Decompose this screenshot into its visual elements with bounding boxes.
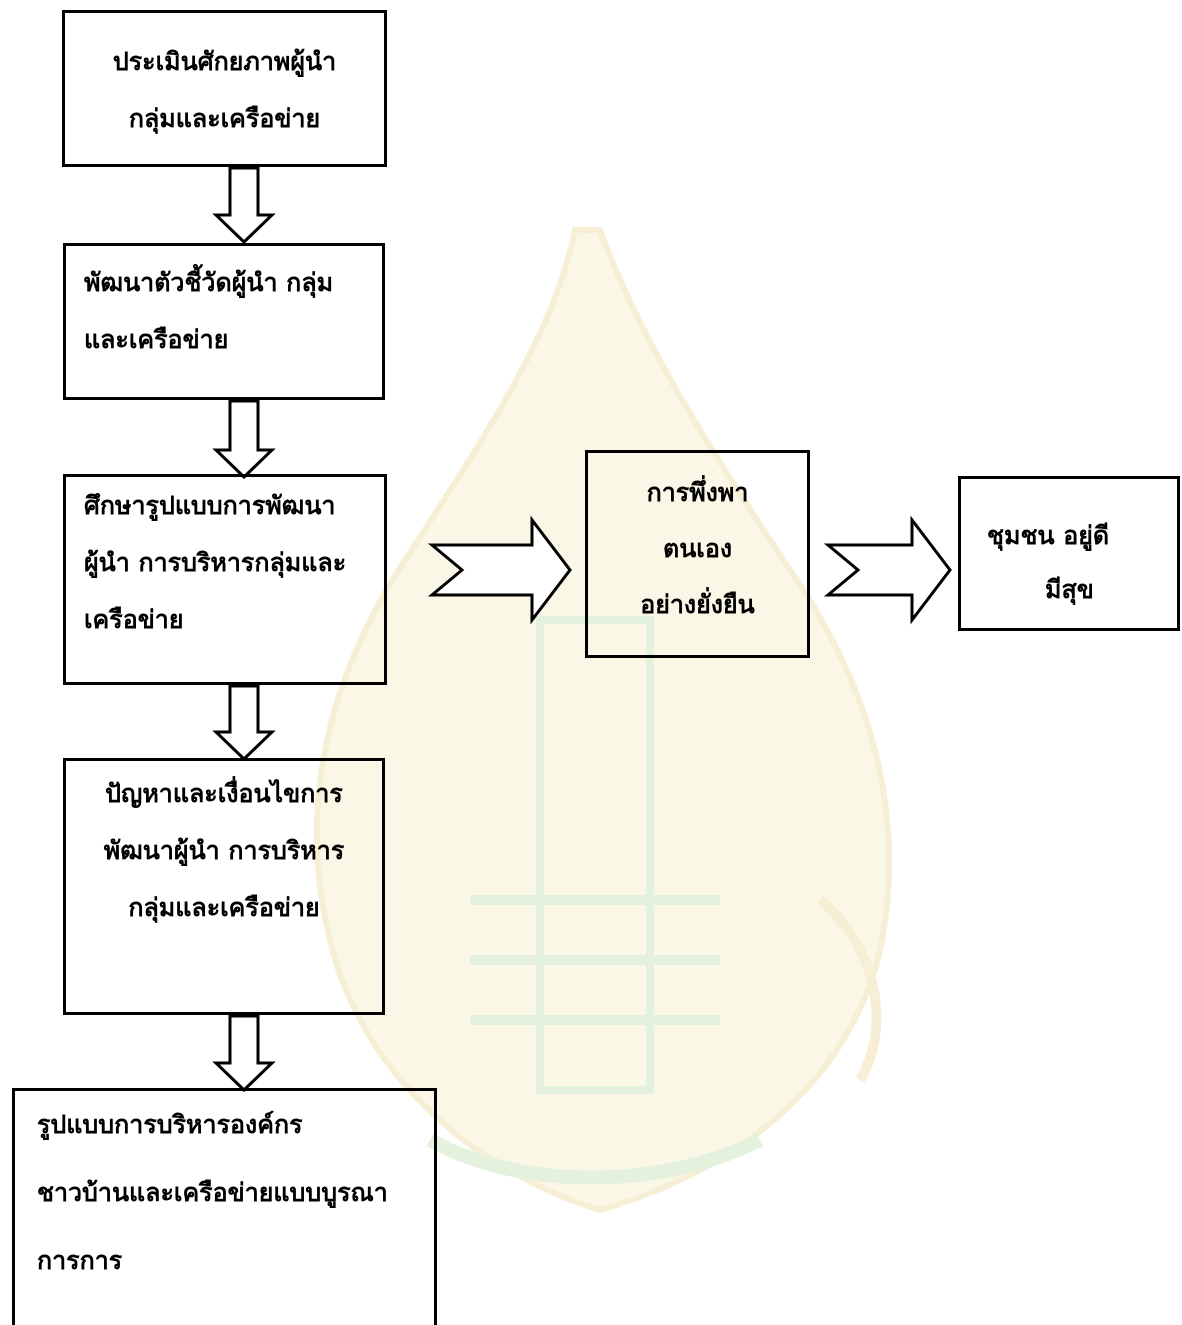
- box-self-reliance: การพึ่งพา ตนเอง อย่างยั่งยืน: [585, 450, 810, 658]
- box-problems-line-2: พัฒนาผู้นำ การบริหาร: [103, 836, 345, 865]
- box-problems-line-3: กลุ่มและเครือข่าย: [128, 893, 320, 922]
- box-develop-indicators: พัฒนาตัวชี้วัดผู้นำ กลุ่ม และเครือข่าย: [63, 243, 385, 400]
- box-study-line-3: เครือข่าย: [84, 605, 184, 634]
- box-integrated-model: รูปแบบการบริหารองค์กร ชาวบ้านและเครือข่า…: [12, 1088, 437, 1325]
- box-model-line-3: การการ: [37, 1246, 123, 1275]
- box-assess-line-2: กลุ่มและเครือข่าย: [128, 104, 321, 133]
- box-study-line-2: ผู้นำ การบริหารกลุ่มและ: [84, 548, 347, 577]
- watermark-emblem: [313, 227, 893, 1214]
- box-self-reliance-line-1: การพึ่งพา: [646, 478, 749, 507]
- box-wellbeing-line-2: มีสุข: [1045, 575, 1094, 604]
- right-arrow-2: [823, 515, 952, 625]
- down-arrow-1: [212, 166, 276, 245]
- box-assess-leaders: ประเมินศักยภาพผู้นำ กลุ่มและเครือข่าย: [62, 10, 387, 167]
- box-community-wellbeing: ชุมชน อยู่ดี มีสุข: [958, 476, 1180, 631]
- box-model-line-1: รูปแบบการบริหารองค์กร: [37, 1110, 303, 1139]
- down-arrow-4: [212, 1014, 276, 1093]
- box-problems-line-1: ปัญหาและเงื่อนไขการ: [105, 779, 343, 808]
- box-assess-line-1: ประเมินศักยภาพผู้นำ: [112, 47, 337, 76]
- box-indicators-line-2: และเครือข่าย: [84, 325, 229, 354]
- box-self-reliance-line-2: ตนเอง: [662, 534, 733, 563]
- box-study-line-1: ศึกษารูปแบบการพัฒนา: [84, 491, 336, 520]
- box-self-reliance-line-3: อย่างยั่งยืน: [640, 590, 755, 619]
- box-study-model: ศึกษารูปแบบการพัฒนา ผู้นำ การบริหารกลุ่ม…: [63, 474, 387, 685]
- down-arrow-2: [212, 399, 276, 480]
- down-arrow-3: [212, 684, 276, 762]
- box-problems-conditions: ปัญหาและเงื่อนไขการ พัฒนาผู้นำ การบริหาร…: [63, 758, 385, 1015]
- box-indicators-line-1: พัฒนาตัวชี้วัดผู้นำ กลุ่ม: [84, 268, 334, 297]
- box-model-line-2: ชาวบ้านและเครือข่ายแบบบูรณา: [37, 1178, 388, 1207]
- box-wellbeing-line-1: ชุมชน อยู่ดี: [987, 521, 1110, 550]
- right-arrow-1: [427, 515, 572, 625]
